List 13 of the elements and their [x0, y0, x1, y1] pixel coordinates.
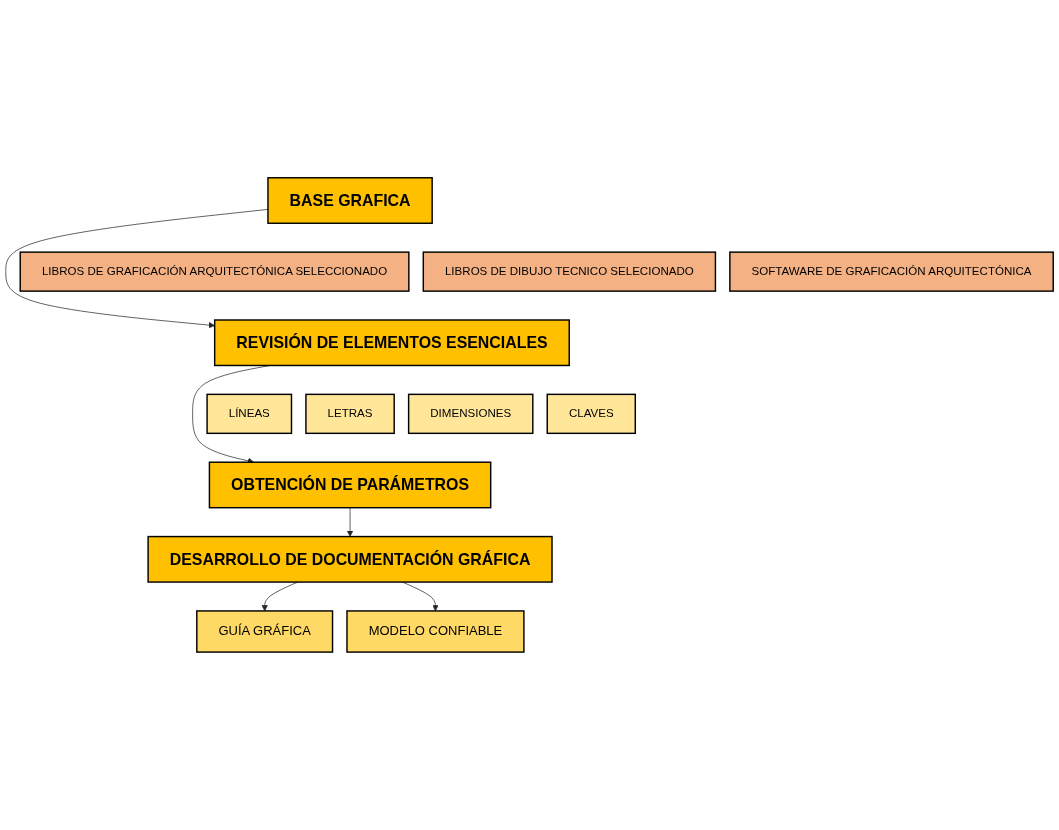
node-box: GUÍA GRÁFICA — [196, 610, 334, 653]
node-box: LIBROS DE GRAFICACIÓN ARQUITECTÓNICA SELECCIONADO — [19, 251, 410, 292]
node-box: LETRAS — [305, 393, 395, 435]
node-box: CLAVES — [546, 393, 636, 435]
node-box: SOFTAWARE DE GRAFICACIÓN ARQUITECTÓNICA — [729, 251, 1054, 292]
node-box: LÍNEAS — [206, 393, 293, 435]
node-box: DESARROLLO DE DOCUMENTACIÓN GRÁFICA — [147, 535, 553, 583]
node-box: BASE GRAFICA — [267, 177, 433, 225]
node-box: MODELO CONFIABLE — [346, 610, 525, 653]
node-box: REVISIÓN DE ELEMENTOS ESENCIALES — [213, 319, 570, 367]
node-box: OBTENCIÓN DE PARÁMETROS — [208, 461, 492, 509]
node-box: LIBROS DE DIBUJO TECNICO SELECIONADO — [422, 251, 717, 292]
node-box: DIMENSIONES — [407, 393, 534, 435]
